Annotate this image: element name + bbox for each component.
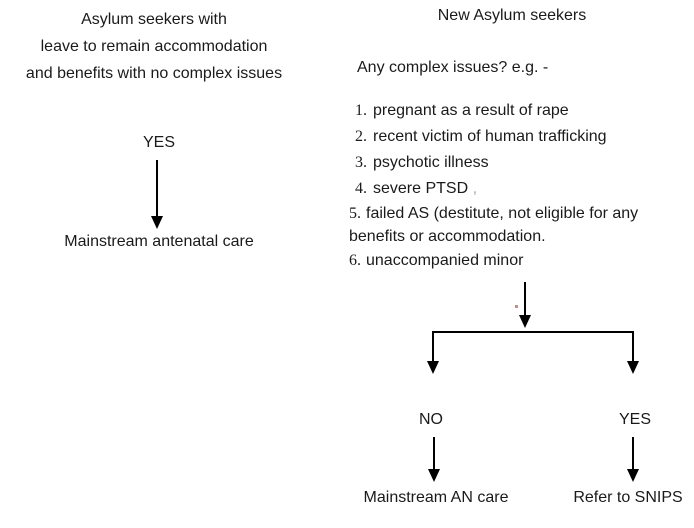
yes-branch-label: YES [618, 411, 651, 428]
issue-item-1: 1. pregnant as a result of rape [355, 99, 569, 122]
issue-number: 2. [355, 128, 367, 145]
issue-item-6: 6. unaccompanied minor [349, 249, 523, 272]
no-branch-label: NO [419, 411, 443, 428]
issue-number: 6. [349, 252, 361, 269]
left-flow-title-line2: leave to remain accommodation [40, 38, 268, 55]
right-flow-title: New Asylum seekers [437, 7, 587, 24]
branch-left-line [432, 331, 434, 361]
issue-number: 3. [355, 154, 367, 171]
left-flow-arrow-line [156, 160, 158, 216]
no-branch-outcome: Mainstream AN care [363, 489, 509, 506]
faint-stray-dot [515, 305, 518, 308]
branch-stem-arrow-head-icon [519, 315, 531, 328]
issue-text: recent victim of human trafficking [373, 128, 607, 145]
issue-faint-comma: , [472, 180, 478, 197]
branch-left-arrow-head-icon [427, 361, 439, 374]
no-branch-arrow-head-icon [428, 469, 440, 482]
issue-number: 5. [349, 205, 361, 222]
branch-right-arrow-head-icon [627, 361, 639, 374]
issue-number: 4. [355, 180, 367, 197]
issue-number: 1. [355, 102, 367, 119]
left-flow-arrow-head-icon [151, 216, 163, 229]
issue-text: unaccompanied minor [366, 252, 524, 269]
yes-branch-arrow-line [632, 437, 634, 469]
left-flow-outcome: Mainstream antenatal care [64, 233, 254, 250]
yes-branch-outcome: Refer to SNIPS [573, 489, 683, 506]
yes-branch-arrow-head-icon [627, 469, 639, 482]
issue-item-3: 3. psychotic illness [355, 151, 489, 174]
no-branch-arrow-line [433, 437, 435, 469]
branch-right-line [632, 331, 634, 361]
issue-text: psychotic illness [373, 154, 489, 171]
left-flow-title-line1: Asylum seekers with [81, 11, 227, 28]
issue-text: failed AS (destitute, not eligible for a… [349, 205, 639, 245]
issue-item-5: 5.failed AS (destitute, not eligible for… [349, 202, 654, 248]
issue-item-4: 4. severe PTSD , [355, 177, 477, 200]
branch-stem-line [524, 282, 526, 315]
issue-text: severe PTSD [373, 180, 469, 197]
right-flow-question: Any complex issues? e.g. - [357, 59, 549, 76]
branch-horizontal-line [432, 331, 634, 333]
issue-item-2: 2. recent victim of human trafficking [355, 125, 607, 148]
left-flow-yes-label: YES [142, 134, 175, 151]
left-flow-title-line3: and benefits with no complex issues [25, 65, 283, 82]
left-flow-title: Asylum seekers with leave to remain acco… [14, 6, 294, 87]
issue-text: pregnant as a result of rape [373, 102, 569, 119]
